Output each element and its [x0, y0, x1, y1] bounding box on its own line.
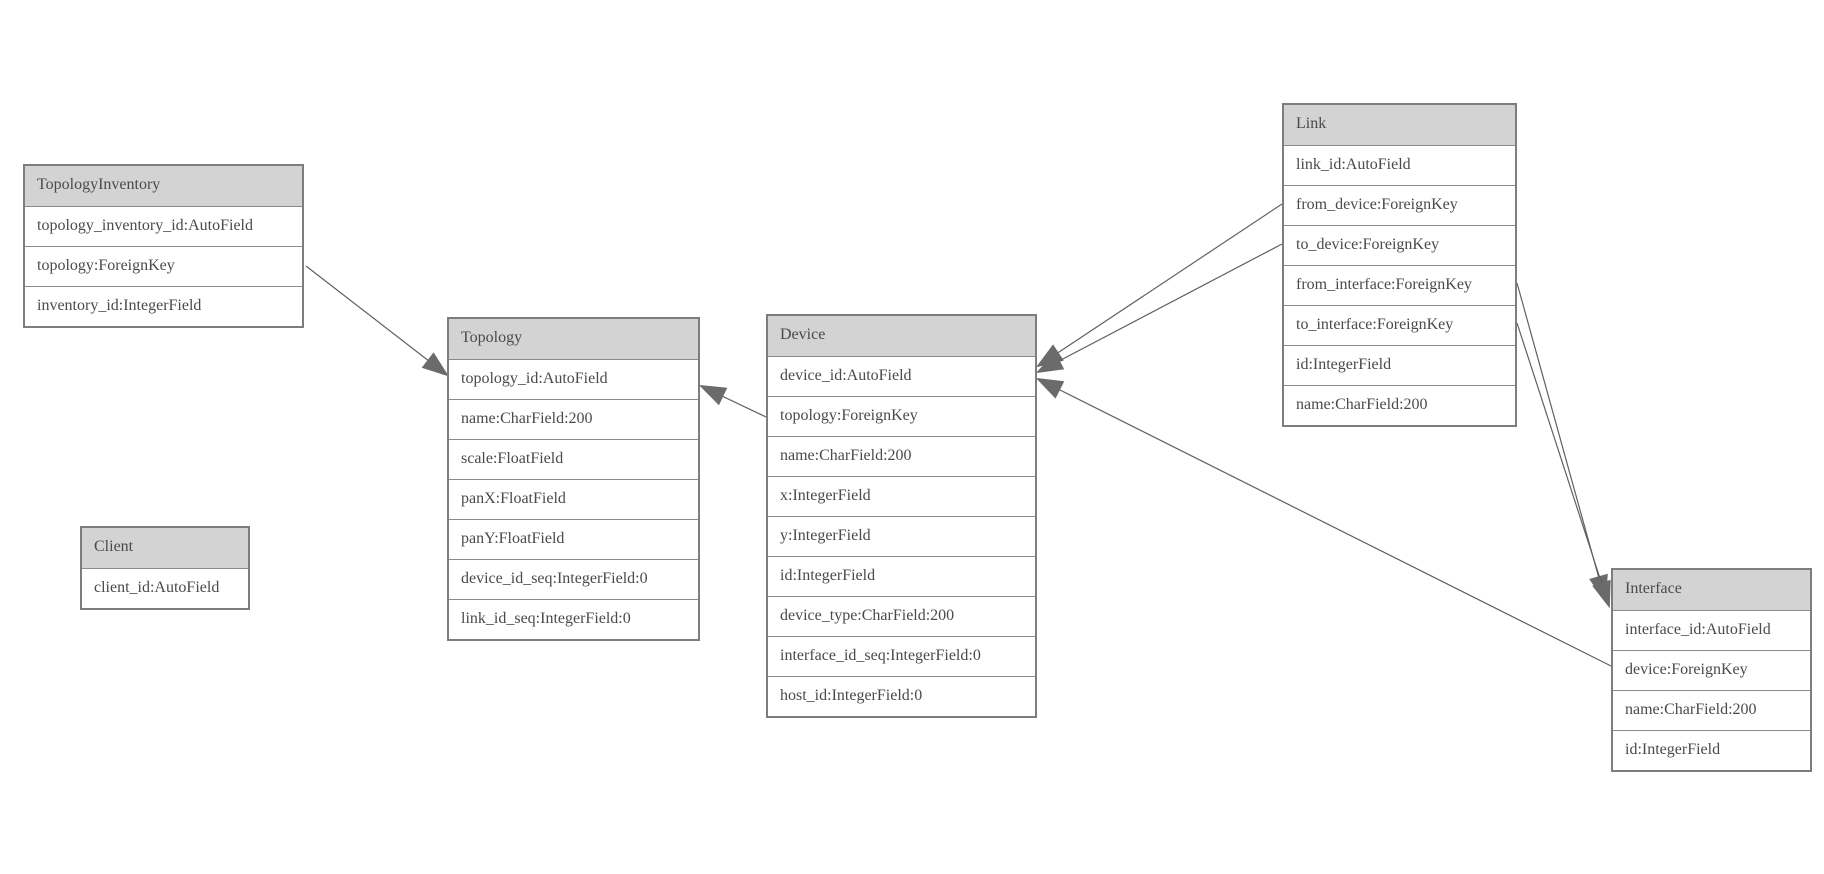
field-row: x:IntegerField [768, 476, 1035, 516]
field-row: id:IntegerField [1284, 345, 1515, 385]
field-row: topology:ForeignKey [768, 396, 1035, 436]
field-row: interface_id_seq:IntegerField:0 [768, 636, 1035, 676]
field-row: from_interface:ForeignKey [1284, 265, 1515, 305]
field-row: y:IntegerField [768, 516, 1035, 556]
table-title: TopologyInventory [25, 166, 302, 206]
table-title: Interface [1613, 570, 1810, 610]
field-row: panY:FloatField [449, 519, 698, 559]
edge-link-from-device-fk [1035, 203, 1283, 368]
field-row: interface_id:AutoField [1613, 610, 1810, 650]
field-row: link_id:AutoField [1284, 145, 1515, 185]
field-row: inventory_id:IntegerField [25, 286, 302, 326]
field-row: panX:FloatField [449, 479, 698, 519]
field-row: host_id:IntegerField:0 [768, 676, 1035, 716]
edge-link-to-interface-fk [1516, 322, 1611, 609]
field-row: name:CharField:200 [1284, 385, 1515, 425]
field-row: name:CharField:200 [1613, 690, 1810, 730]
field-row: name:CharField:200 [768, 436, 1035, 476]
field-row: device_id_seq:IntegerField:0 [449, 559, 698, 599]
edge-topologyinventory-topology-fk [305, 265, 449, 377]
field-row: device_id:AutoField [768, 356, 1035, 396]
field-row: scale:FloatField [449, 439, 698, 479]
field-row: name:CharField:200 [449, 399, 698, 439]
table-title: Link [1284, 105, 1515, 145]
field-row: id:IntegerField [768, 556, 1035, 596]
field-row: link_id_seq:IntegerField:0 [449, 599, 698, 639]
field-row: id:IntegerField [1613, 730, 1810, 770]
field-row: topology_id:AutoField [449, 359, 698, 399]
table-title: Client [82, 528, 248, 568]
field-row: client_id:AutoField [82, 568, 248, 608]
field-row: from_device:ForeignKey [1284, 185, 1515, 225]
edge-link-to-device-fk [1035, 243, 1283, 374]
field-row: to_interface:ForeignKey [1284, 305, 1515, 345]
field-row: topology:ForeignKey [25, 246, 302, 286]
field-row: device_type:CharField:200 [768, 596, 1035, 636]
table-title: Topology [449, 319, 698, 359]
edge-link-from-interface-fk [1516, 282, 1608, 603]
edge-device-topology-fk [698, 384, 767, 418]
table-title: Device [768, 316, 1035, 356]
field-row: to_device:ForeignKey [1284, 225, 1515, 265]
field-row: topology_inventory_id:AutoField [25, 206, 302, 246]
field-row: device:ForeignKey [1613, 650, 1810, 690]
